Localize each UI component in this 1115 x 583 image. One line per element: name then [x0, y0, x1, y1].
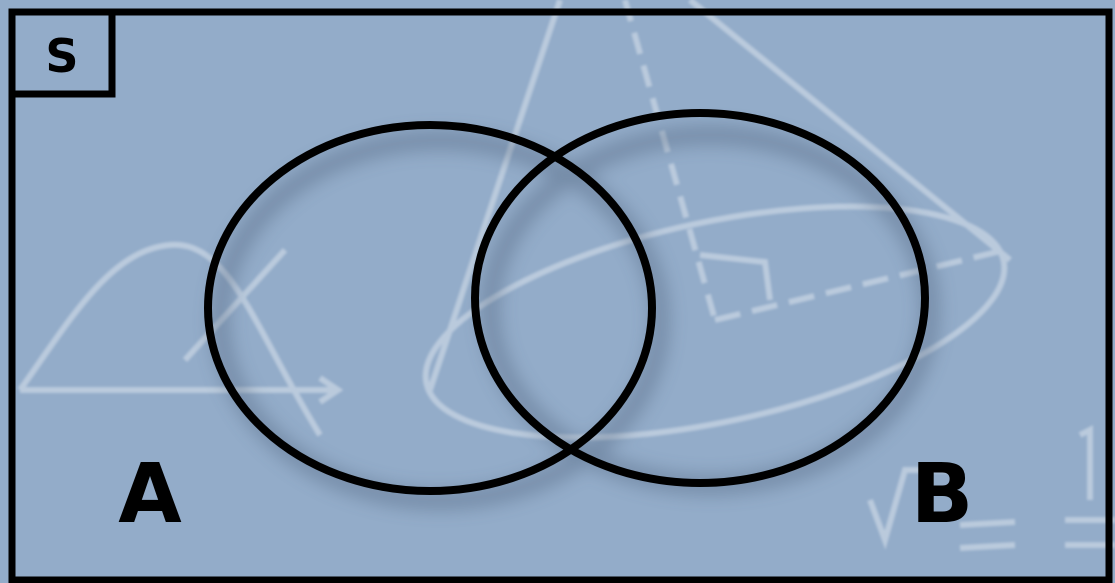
set-b-label: B — [911, 447, 974, 542]
universe-label: S — [45, 29, 78, 83]
set-a-label: A — [118, 447, 182, 542]
